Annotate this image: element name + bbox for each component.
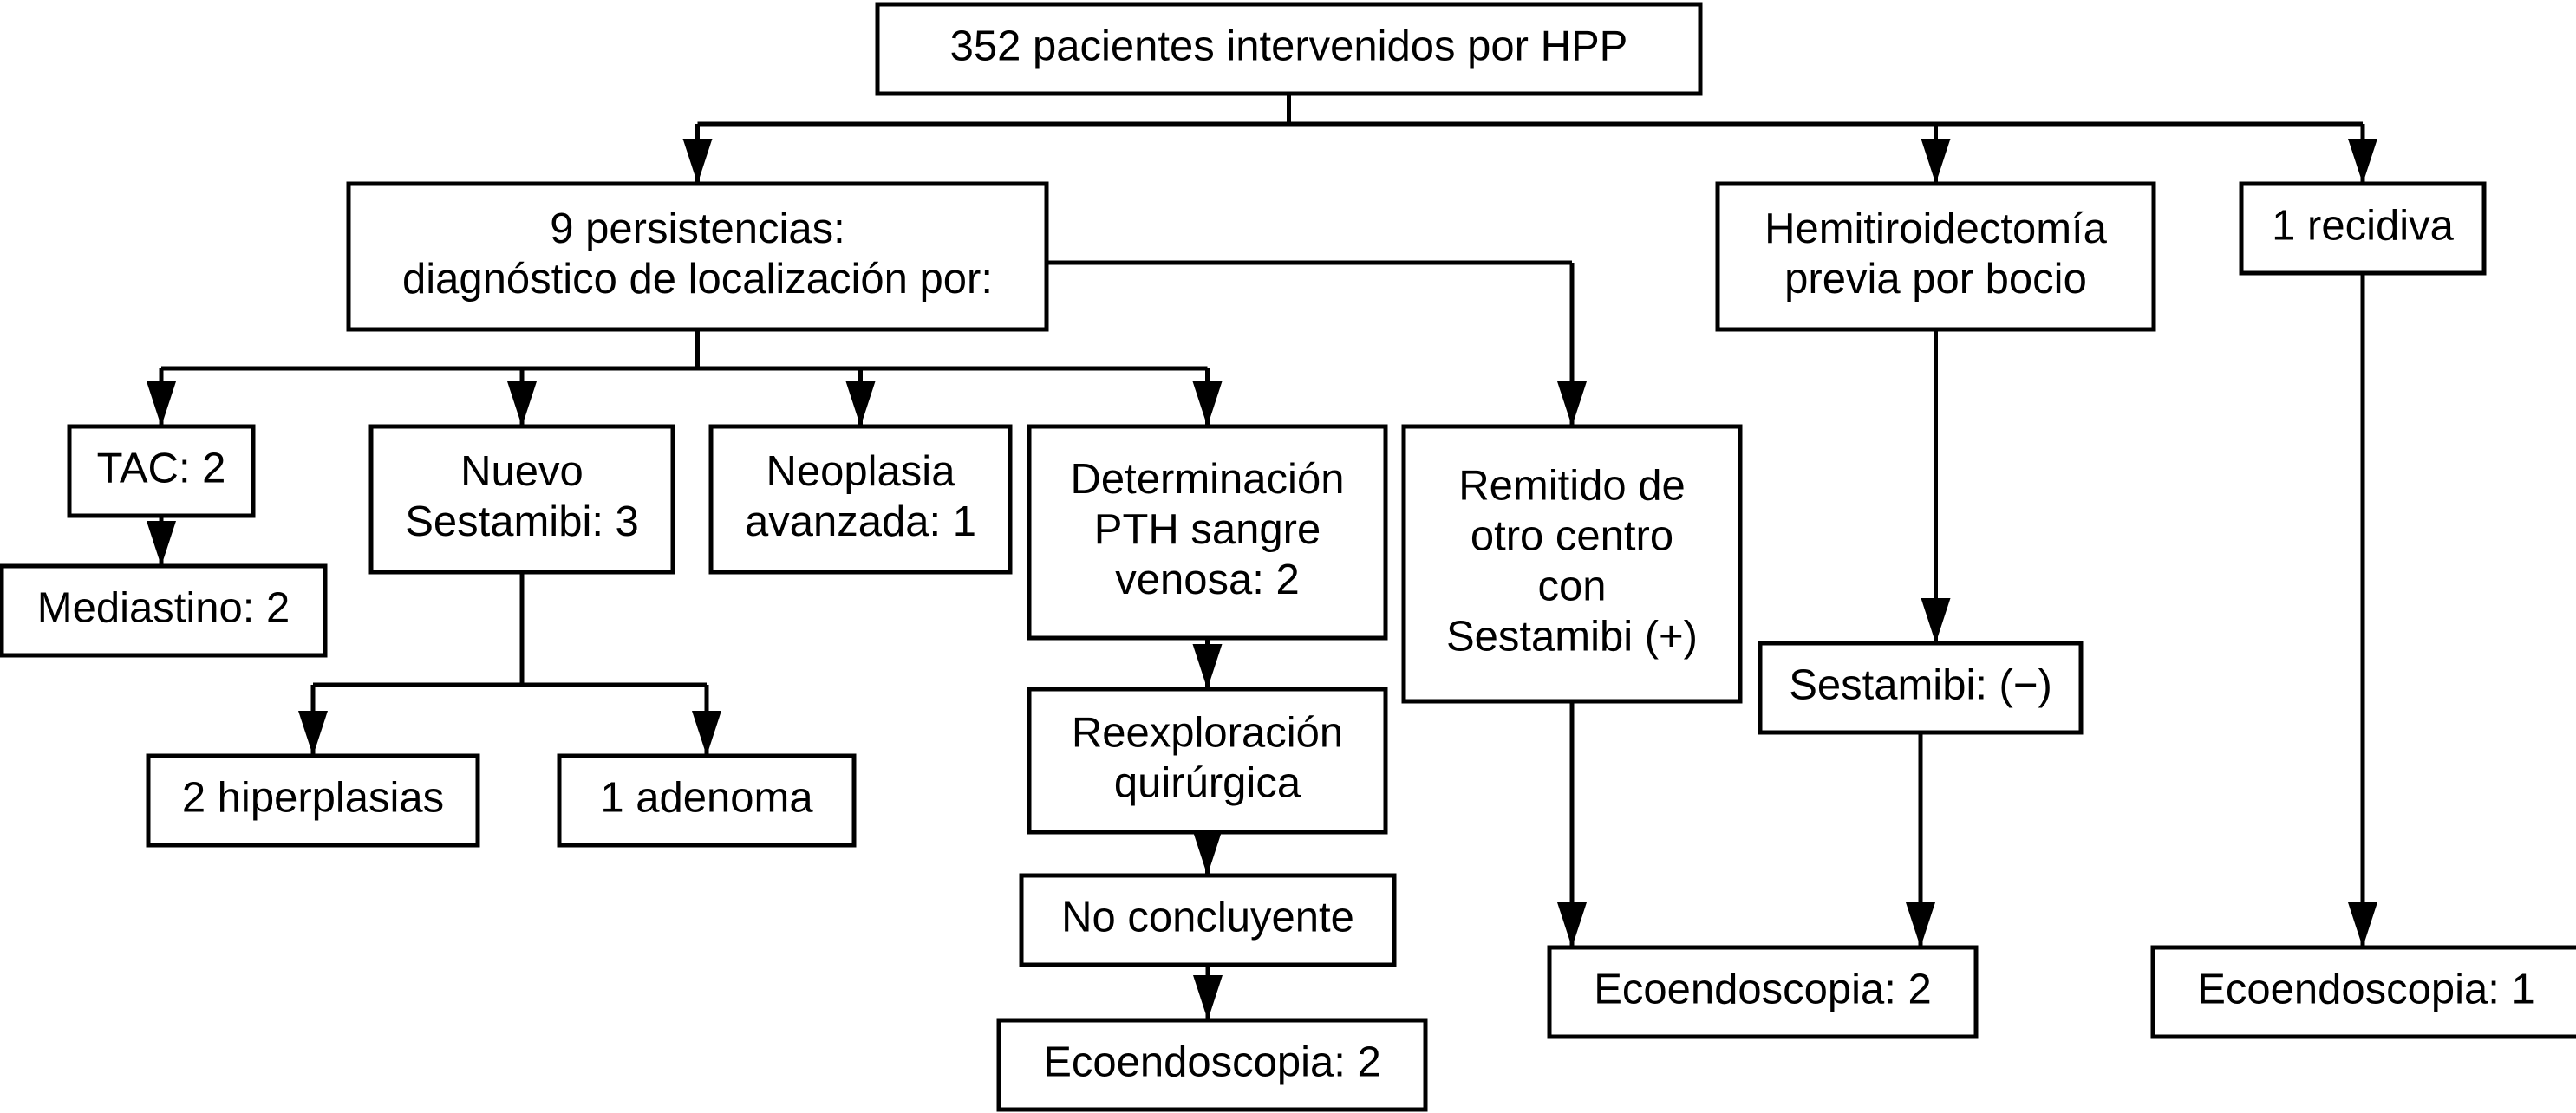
node-label-neoplasia: Neoplasia <box>766 448 956 495</box>
node-label-hemitiroidectomia: previa por bocio <box>1784 256 2087 303</box>
node-box-ecoendoscopia-centro <box>996 1018 1428 1112</box>
edge-persistencias-to-remitido <box>1047 260 1587 426</box>
node-label-remitido: otro centro <box>1471 512 1673 559</box>
edge-remitido-to-ecoendoscopia-2 <box>1557 701 1587 947</box>
node-box-mediastino <box>0 563 328 658</box>
node-label-reexploracion: Reexploración <box>1072 709 1343 756</box>
edge-sestamibi-neg-to-ecoendoscopia-2 <box>1906 732 1935 947</box>
node-box-no-concluyente <box>1019 873 1397 967</box>
node-ecoendoscopia-centro: Ecoendoscopia: 2 <box>996 1018 1428 1112</box>
node-box-tac <box>67 424 256 518</box>
node-label-recidiva: 1 recidiva <box>2272 202 2454 249</box>
node-label-persistencias: diagnóstico de localización por: <box>402 256 993 303</box>
node-hiperplasias: 2 hiperplasias <box>146 753 480 848</box>
node-box-persistencias <box>346 181 1049 332</box>
edge-root-to-persistencias+hemitiroidectomia+recidiva <box>682 94 2377 184</box>
node-label-adenoma: 1 adenoma <box>600 774 813 821</box>
node-label-persistencias: 9 persistencias: <box>550 205 845 252</box>
node-label-ecoendoscopia-1: Ecoendoscopia: 1 <box>2197 966 2535 1012</box>
edge-recidiva-to-ecoendoscopia-1 <box>2348 273 2377 947</box>
node-label-reexploracion: quirúrgica <box>1114 759 1301 806</box>
node-box-neoplasia <box>708 424 1013 575</box>
edge-persistencias-to-tac+nuevo-sestamibi+neoplasia+determinacion-pth <box>147 329 1223 426</box>
node-label-mediastino: Mediastino: 2 <box>37 584 290 631</box>
node-label-ecoendoscopia-2: Ecoendoscopia: 2 <box>1594 966 1932 1012</box>
node-label-root: 352 pacientes intervenidos por HPP <box>950 23 1628 69</box>
node-box-determinacion-pth <box>1027 424 1388 641</box>
node-root: 352 pacientes intervenidos por HPP <box>875 2 1703 96</box>
node-box-root <box>875 2 1703 96</box>
node-box-recidiva <box>2239 181 2487 276</box>
node-box-reexploracion <box>1027 687 1388 835</box>
node-label-sestamibi-neg: Sestamibi: (−) <box>1789 661 2052 708</box>
edge-hemitiroidectomia-to-sestamibi-neg <box>1921 329 1951 643</box>
node-label-remitido: Sestamibi (+) <box>1446 613 1698 660</box>
node-box-sestamibi-neg <box>1758 641 2084 735</box>
node-box-adenoma <box>557 753 857 848</box>
node-label-ecoendoscopia-centro: Ecoendoscopia: 2 <box>1043 1038 1381 1085</box>
edge-reexploracion-to-no-concluyente <box>1192 830 1223 875</box>
node-ecoendoscopia-1: Ecoendoscopia: 1 <box>2150 945 2576 1039</box>
node-mediastino: Mediastino: 2 <box>0 563 328 658</box>
node-tac: TAC: 2 <box>67 424 256 518</box>
node-adenoma: 1 adenoma <box>557 753 857 848</box>
node-label-nuevo-sestamibi: Nuevo <box>460 448 584 495</box>
node-label-tac: TAC: 2 <box>97 445 226 491</box>
node-recidiva: 1 recidiva <box>2239 181 2487 276</box>
node-label-determinacion-pth: Determinación <box>1071 456 1345 503</box>
node-sestamibi-neg: Sestamibi: (−) <box>1758 641 2084 735</box>
node-label-neoplasia: avanzada: 1 <box>745 498 976 545</box>
edge-tac-to-mediastino <box>147 516 176 566</box>
node-box-nuevo-sestamibi <box>368 424 675 575</box>
edge-determinacion-pth-to-reexploracion <box>1192 638 1223 689</box>
node-no-concluyente: No concluyente <box>1019 873 1397 967</box>
node-label-hiperplasias: 2 hiperplasias <box>182 774 444 821</box>
node-label-hemitiroidectomia: Hemitiroidectomía <box>1764 205 2108 252</box>
node-persistencias: 9 persistencias:diagnóstico de localizac… <box>346 181 1049 332</box>
node-label-determinacion-pth: PTH sangre <box>1094 506 1321 553</box>
node-label-nuevo-sestamibi: Sestamibi: 3 <box>405 498 639 545</box>
node-label-no-concluyente: No concluyente <box>1061 894 1354 941</box>
node-box-hiperplasias <box>146 753 480 848</box>
edge-nuevo-sestamibi-to-hiperplasias+adenoma <box>298 572 721 756</box>
node-box-ecoendoscopia-1 <box>2150 945 2576 1039</box>
edge-layer <box>147 94 2377 1020</box>
node-box-hemitiroidectomia <box>1715 181 2156 332</box>
node-label-remitido: Remitido de <box>1458 462 1685 509</box>
edge-no-concluyente-to-ecoendoscopia-centro <box>1193 965 1223 1020</box>
node-label-remitido: con <box>1537 563 1606 609</box>
node-box-ecoendoscopia-2 <box>1547 945 1979 1039</box>
node-ecoendoscopia-2: Ecoendoscopia: 2 <box>1547 945 1979 1039</box>
node-box-remitido <box>1401 424 1743 704</box>
node-label-determinacion-pth: venosa: 2 <box>1115 556 1300 603</box>
